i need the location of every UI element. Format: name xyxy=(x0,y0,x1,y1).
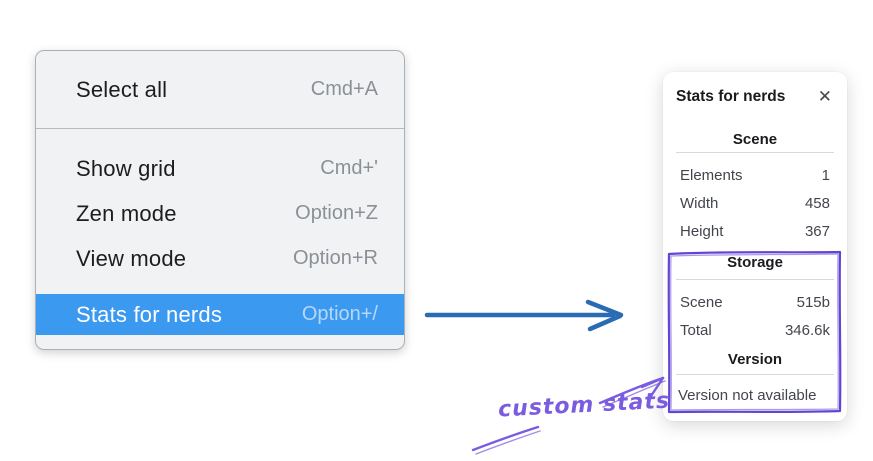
stat-value: 346.6k xyxy=(784,321,830,339)
stat-value: 1 xyxy=(821,166,830,184)
stat-row-height: Height 367 xyxy=(676,217,834,245)
pointer-arrow xyxy=(424,299,624,332)
menu-body: Show grid Cmd+' Zen mode Option+Z View m… xyxy=(36,129,404,335)
menu-item-show-grid[interactable]: Show grid Cmd+' xyxy=(36,146,404,191)
stat-value: 367 xyxy=(804,222,830,240)
menu-item-shortcut: Option+R xyxy=(292,247,378,269)
stat-row-elements: Elements 1 xyxy=(676,161,834,189)
menu-item-view-mode[interactable]: View mode Option+R xyxy=(36,236,404,281)
annotation-label: custom stats xyxy=(497,388,671,423)
menu-item-select-all[interactable]: Select all Cmd+A xyxy=(36,51,404,128)
close-icon[interactable]: ✕ xyxy=(817,86,832,107)
stat-label: Height xyxy=(680,222,724,240)
menu-item-zen-mode[interactable]: Zen mode Option+Z xyxy=(36,191,404,236)
section-divider xyxy=(676,279,834,280)
menu-item-label: Zen mode xyxy=(76,200,177,226)
stats-panel: Stats for nerds ✕ Scene Elements 1 Width… xyxy=(663,72,847,421)
context-menu: Select all Cmd+A Show grid Cmd+' Zen mod… xyxy=(35,50,405,350)
menu-divider xyxy=(36,128,404,129)
menu-item-shortcut: Option+Z xyxy=(295,202,378,224)
stat-label: Width xyxy=(680,194,719,212)
version-note: Version not available xyxy=(678,386,817,404)
stat-value: 458 xyxy=(804,194,830,212)
section-heading-version: Version xyxy=(727,351,783,368)
stat-label: Elements xyxy=(680,166,743,184)
stat-row-width: Width 458 xyxy=(676,189,834,217)
menu-item-shortcut: Cmd+' xyxy=(320,157,378,179)
menu-item-label: Select all xyxy=(76,76,168,102)
menu-item-shortcut: Cmd+A xyxy=(310,78,378,100)
stats-panel-header: Stats for nerds ✕ xyxy=(676,86,834,108)
stat-label: Total xyxy=(680,321,712,339)
menu-item-label: Stats for nerds xyxy=(76,301,223,327)
stat-row-total-size: Total 346.6k xyxy=(676,316,834,344)
menu-item-label: Show grid xyxy=(76,155,176,181)
stat-value: 515b xyxy=(796,293,830,311)
stat-row-scene-size: Scene 515b xyxy=(676,288,834,316)
section-heading-storage: Storage xyxy=(727,254,783,271)
menu-item-shortcut: Option+/ xyxy=(301,303,378,325)
section-divider xyxy=(676,152,834,153)
menu-item-label: View mode xyxy=(76,245,187,271)
section-divider xyxy=(676,374,834,375)
stat-label: Scene xyxy=(680,293,723,311)
menu-item-stats-for-nerds[interactable]: Stats for nerds Option+/ xyxy=(36,294,404,335)
section-heading-scene: Scene xyxy=(732,131,778,148)
stats-panel-title: Stats for nerds xyxy=(676,88,786,105)
